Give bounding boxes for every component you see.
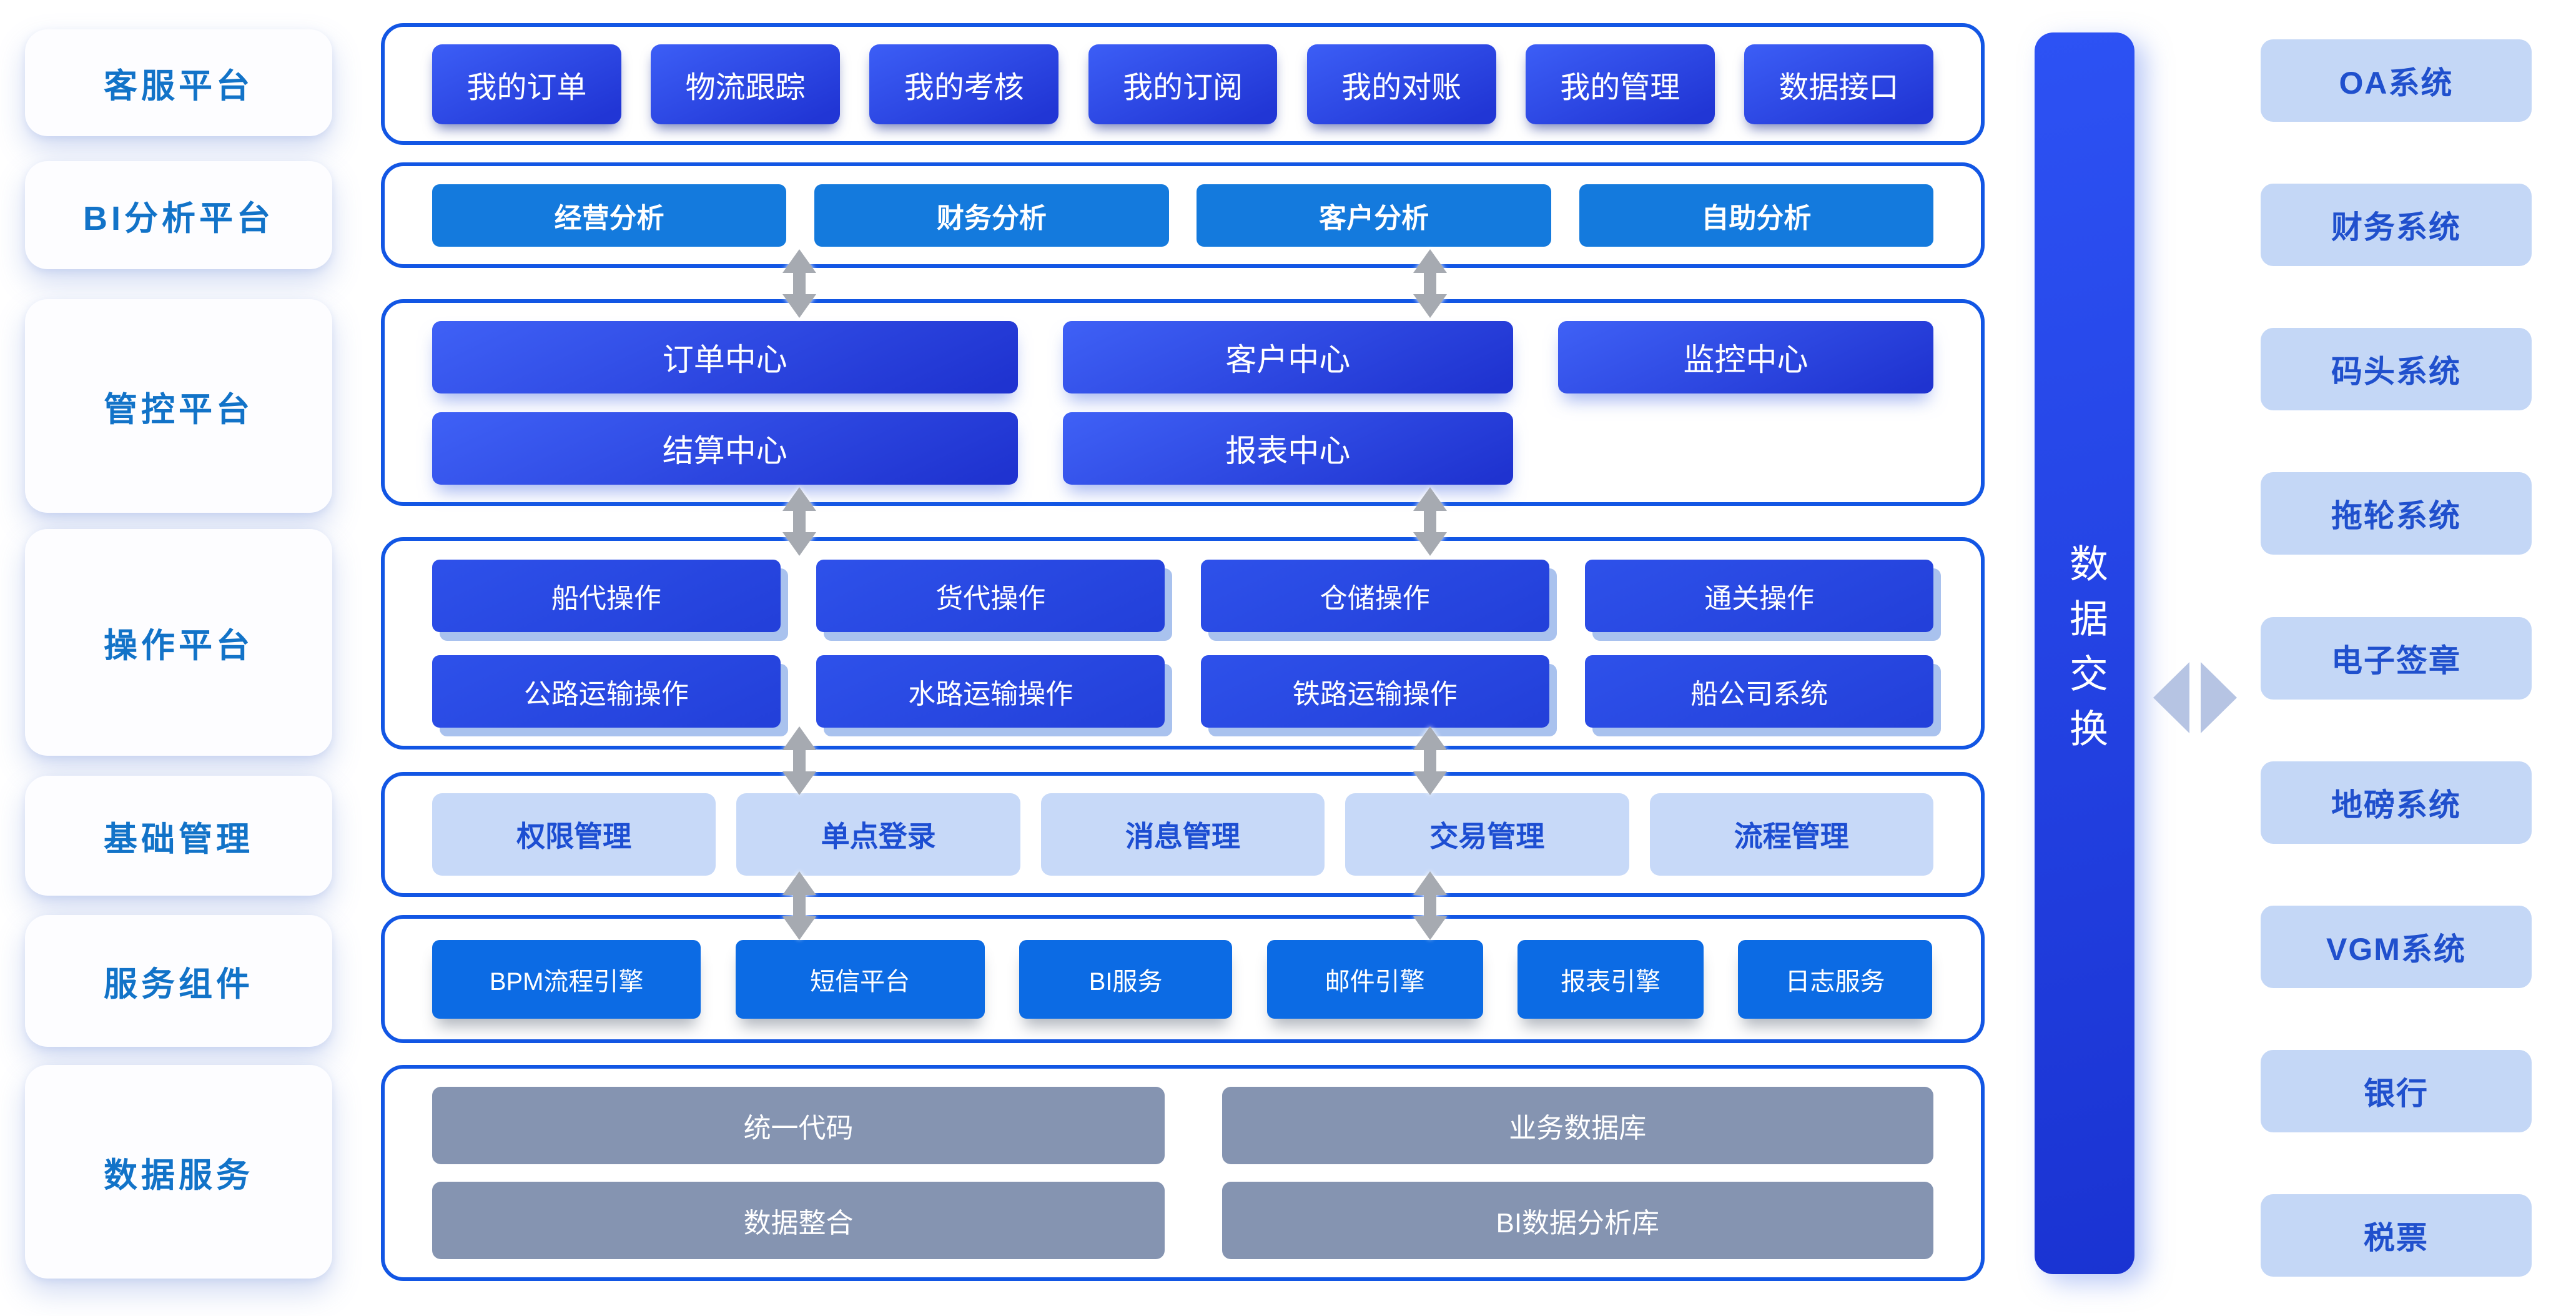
module-button: 统一代码: [432, 1087, 1165, 1164]
module-button: 短信平台: [735, 939, 985, 1019]
section-control-platform: 订单中心客户中心监控中心结算中心报表中心: [381, 299, 1985, 506]
module-button: 报表引擎: [1517, 939, 1704, 1019]
double-arrow-vertical-icon: [1410, 249, 1450, 318]
section-data-services: 统一代码业务数据库数据整合 BI数据分析库: [381, 1065, 1985, 1281]
module-button: 通关操作: [1585, 559, 1933, 632]
module-button: 铁路运输操作: [1200, 655, 1549, 728]
double-arrow-vertical-icon: [779, 249, 819, 318]
section-basic-management: 权限管理单点登录消息管理交易管理流程管理: [381, 772, 1985, 897]
module-button: 数据整合: [432, 1182, 1165, 1259]
module-button: 船代操作: [432, 559, 781, 632]
module-button: 日志服务: [1738, 939, 1932, 1019]
module-button: 我的订阅: [1088, 44, 1278, 124]
module-button: 结算中心: [432, 412, 1018, 485]
platform-label-card: BI分析平台: [25, 161, 332, 269]
module-row: 权限管理单点登录消息管理交易管理流程管理: [432, 793, 1933, 876]
module-button: 数据接口: [1744, 44, 1933, 124]
platform-label-card: 管控平台: [25, 299, 332, 513]
platform-label-card: 数据服务: [25, 1065, 332, 1279]
platform-label-card: 客服平台: [25, 29, 332, 136]
module-button: 交易管理: [1345, 793, 1629, 876]
module-button: 物流跟踪: [651, 44, 841, 124]
module-button: BPM流程引擎: [432, 939, 701, 1019]
module-button: 自助分析: [1579, 184, 1933, 247]
external-systems-list: OA系统财务系统码头系统拖轮系统电子签章地磅系统 VGM系统银行税票: [2261, 39, 2532, 1277]
double-arrow-vertical-icon: [1410, 726, 1450, 795]
module-button: BI数据分析库: [1221, 1182, 1933, 1259]
module-button: BI服务: [1019, 939, 1233, 1019]
module-button: 经营分析: [432, 184, 787, 247]
module-button: 我的考核: [869, 44, 1059, 124]
module-row: BPM流程引擎短信平台 BI服务邮件引擎报表引擎日志服务: [432, 939, 1933, 1019]
module-button: 消息管理: [1040, 793, 1325, 876]
module-row: 统一代码业务数据库: [432, 1087, 1933, 1164]
module-button: 单点登录: [736, 793, 1020, 876]
module-button: 水路运输操作: [816, 655, 1165, 728]
platform-label-card: 操作平台: [25, 529, 332, 756]
module-button: 公路运输操作: [432, 655, 781, 728]
arrow-right-icon: [2201, 662, 2237, 733]
module-button: 货代操作: [816, 559, 1165, 632]
external-system-chip: 银行: [2261, 1049, 2532, 1132]
external-system-chip: 税票: [2261, 1194, 2532, 1277]
module-button: 业务数据库: [1221, 1087, 1933, 1164]
module-row: 公路运输操作水路运输操作铁路运输操作船公司系统: [432, 655, 1933, 728]
platform-label-card: 基础管理: [25, 776, 332, 896]
external-system-chip: 拖轮系统: [2261, 472, 2532, 555]
data-exchange-label: 数据交换: [2063, 543, 2106, 763]
external-system-chip: 财务系统: [2261, 184, 2532, 267]
module-button: 财务分析: [814, 184, 1169, 247]
module-button: 报表中心: [1062, 412, 1513, 485]
module-button: 我的管理: [1525, 44, 1715, 124]
arrow-left-icon: [2153, 662, 2189, 733]
section-bi-analysis-platform: 经营分析财务分析客户分析自助分析: [381, 162, 1985, 268]
module-row: 船代操作货代操作仓储操作通关操作: [432, 559, 1933, 632]
module-button: 我的订单: [432, 44, 621, 124]
external-system-chip: 地磅系统: [2261, 761, 2532, 844]
section-service-components: BPM流程引擎短信平台 BI服务邮件引擎报表引擎日志服务: [381, 915, 1985, 1043]
module-button: 客户中心: [1062, 320, 1513, 393]
double-arrow-vertical-icon: [779, 487, 819, 556]
module-button: 仓储操作: [1200, 559, 1549, 632]
module-row: 订单中心客户中心监控中心: [432, 320, 1933, 393]
module-row: 数据整合 BI数据分析库: [432, 1182, 1933, 1259]
external-system-chip: 码头系统: [2261, 328, 2532, 411]
module-button: 流程管理: [1649, 793, 1933, 876]
double-arrow-vertical-icon: [1410, 871, 1450, 940]
exchange-double-arrow-icon: [2153, 662, 2237, 733]
module-button: 船公司系统: [1585, 655, 1933, 728]
section-operation-platform: 船代操作货代操作仓储操作通关操作公路运输操作水路运输操作铁路运输操作船公司系统: [381, 537, 1985, 750]
module-button: 邮件引擎: [1266, 939, 1483, 1019]
external-system-chip: OA系统: [2261, 39, 2532, 122]
module-button: 监控中心: [1557, 320, 1933, 393]
double-arrow-vertical-icon: [779, 871, 819, 940]
external-system-chip: VGM系统: [2261, 905, 2532, 988]
module-row: 结算中心报表中心: [432, 412, 1933, 485]
double-arrow-vertical-icon: [779, 726, 819, 795]
module-button: 我的对账: [1306, 44, 1496, 124]
external-system-chip: 电子签章: [2261, 616, 2532, 700]
module-button: 权限管理: [432, 793, 716, 876]
section-customer-service-platform: 我的订单物流跟踪我的考核我的订阅我的对账我的管理数据接口: [381, 23, 1985, 145]
module-row: 经营分析财务分析客户分析自助分析: [432, 184, 1933, 247]
module-button: 订单中心: [432, 320, 1018, 393]
module-button: 客户分析: [1197, 184, 1551, 247]
double-arrow-vertical-icon: [1410, 487, 1450, 556]
module-row: 我的订单物流跟踪我的考核我的订阅我的对账我的管理数据接口: [432, 44, 1933, 124]
data-exchange-bar: 数据交换: [2035, 32, 2134, 1274]
platform-label-card: 服务组件: [25, 915, 332, 1047]
